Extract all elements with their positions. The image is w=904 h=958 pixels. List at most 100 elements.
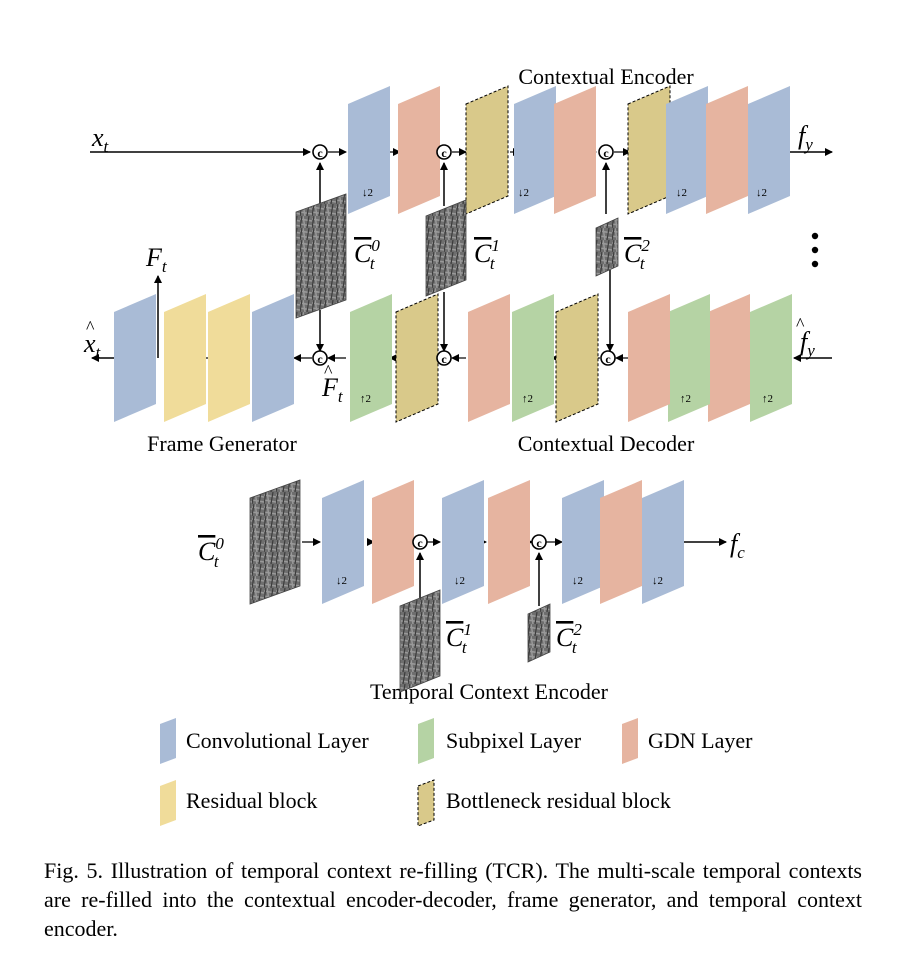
tce-gdn-3: [600, 480, 642, 604]
context-links: [316, 162, 614, 352]
enc-bottleneck-2: [627, 85, 671, 215]
svg-text:↓2: ↓2: [336, 575, 347, 587]
tce-context-map-c2: [527, 603, 551, 663]
svg-text:↓2: ↓2: [756, 187, 767, 199]
legend-item-conv: Convolutional Layer: [160, 718, 369, 764]
tce-concat-2: c: [531, 534, 547, 550]
tce-context-map-c1: [399, 589, 441, 693]
svg-text:↓2: ↓2: [454, 575, 465, 587]
tce-concat-1: c: [412, 534, 428, 550]
enc-concat-2: c: [436, 144, 452, 160]
svg-text:↓2: ↓2: [362, 187, 373, 199]
svg-text:↑2: ↑2: [522, 393, 533, 405]
dec-subpixel-4: [350, 294, 392, 422]
enc-conv-3: [666, 86, 708, 214]
enc-conv-1: [348, 86, 390, 214]
gen-conv-1: [252, 294, 294, 422]
label-f-hat-t: Ft: [321, 373, 344, 406]
tce-gdn-2: [488, 480, 530, 604]
dec-concat-2: c: [436, 350, 452, 366]
tce-conv-4: [642, 480, 684, 604]
enc-gdn-3: [706, 86, 748, 214]
enc-bottleneck-1: [465, 85, 509, 215]
legend-item-residual: Residual block: [160, 780, 317, 826]
svg-text:c: c: [417, 536, 423, 550]
enc-gdn-1: [398, 86, 440, 214]
context-map-c2: [595, 217, 619, 277]
label-f-hat-y: fy: [800, 327, 815, 360]
context-map-c1: [425, 199, 467, 297]
more-layers-ellipsis: [811, 232, 819, 268]
svg-text:^: ^: [796, 314, 805, 334]
label-x-hat-t: xt: [83, 329, 102, 362]
svg-text:c: c: [605, 352, 611, 366]
svg-text:Subpixel Layer: Subpixel Layer: [446, 728, 582, 753]
tce-context-map-c0: [249, 479, 301, 605]
svg-text:↓2: ↓2: [518, 187, 529, 199]
dec-subpixel-3: [512, 294, 554, 422]
svg-text:c: c: [603, 146, 609, 160]
enc-conv-2: [514, 86, 556, 214]
title-contextual-decoder: Contextual Decoder: [518, 431, 695, 456]
enc-concat-1: c: [312, 144, 328, 160]
gen-residual-1: [208, 294, 250, 422]
contextual-decoder-row: ↑2 ↑2 ↑2 ↑2 c c c fy ^ Ft ^: [91, 293, 832, 423]
svg-text:↓2: ↓2: [652, 575, 663, 587]
svg-text:^: ^: [86, 317, 95, 337]
svg-text:↑2: ↑2: [680, 393, 691, 405]
svg-text:↓2: ↓2: [676, 187, 687, 199]
svg-text:Bottleneck residual block: Bottleneck residual block: [446, 788, 671, 813]
svg-text:Convolutional Layer: Convolutional Layer: [186, 728, 369, 753]
enc-gdn-2: [554, 86, 596, 214]
svg-text:↓2: ↓2: [572, 575, 583, 587]
label-f-y: fy: [798, 121, 813, 154]
dec-gdn-3: [468, 294, 510, 422]
legend: Convolutional Layer Subpixel Layer GDN L…: [160, 718, 753, 827]
dec-subpixel-1: [750, 294, 792, 422]
legend-swatch-gdn: [622, 718, 638, 764]
dec-gdn-1: [708, 294, 750, 422]
legend-swatch-conv: [160, 718, 176, 764]
title-frame-generator: Frame Generator: [147, 431, 297, 456]
enc-conv-4: [748, 86, 790, 214]
context-map-c0: [295, 193, 347, 319]
svg-text:c: c: [317, 352, 323, 366]
legend-item-subpixel: Subpixel Layer: [418, 718, 582, 764]
title-contextual-encoder: Contextual Encoder: [518, 64, 694, 89]
legend-item-gdn: GDN Layer: [622, 718, 753, 764]
label-f-c: fc: [730, 529, 745, 562]
label-x-t: xt: [91, 123, 110, 156]
dec-bottleneck-2: [395, 293, 439, 423]
svg-text:^: ^: [324, 361, 333, 381]
contextual-encoder-row: ↓2 ↓2 ↓2 ↓2 c c c xt fy: [90, 85, 833, 215]
svg-text:c: c: [317, 146, 323, 160]
svg-text:c: c: [441, 146, 447, 160]
legend-swatch-subpixel: [418, 718, 434, 764]
enc-concat-3: c: [598, 144, 614, 160]
legend-item-bottleneck: Bottleneck residual block: [417, 779, 671, 827]
figure-caption: Fig. 5. Illustration of temporal context…: [44, 858, 862, 941]
dec-concat-3: c: [312, 350, 328, 366]
svg-text:c: c: [536, 536, 542, 550]
tce-conv-3: [562, 480, 604, 604]
svg-text:↑2: ↑2: [360, 393, 371, 405]
tce-gdn-1: [372, 480, 414, 604]
label-F-t: Ft: [145, 243, 168, 276]
dec-subpixel-2: [668, 294, 710, 422]
gen-residual-2: [164, 294, 206, 422]
dec-gdn-2: [628, 294, 670, 422]
svg-text:c: c: [441, 352, 447, 366]
dec-concat-1: c: [600, 350, 616, 366]
tce-conv-1: [322, 480, 364, 604]
tce-conv-2: [442, 480, 484, 604]
svg-text:Residual block: Residual block: [186, 788, 317, 813]
frame-generator-row: Ft xt ^: [83, 243, 294, 422]
svg-text:GDN Layer: GDN Layer: [648, 728, 753, 753]
